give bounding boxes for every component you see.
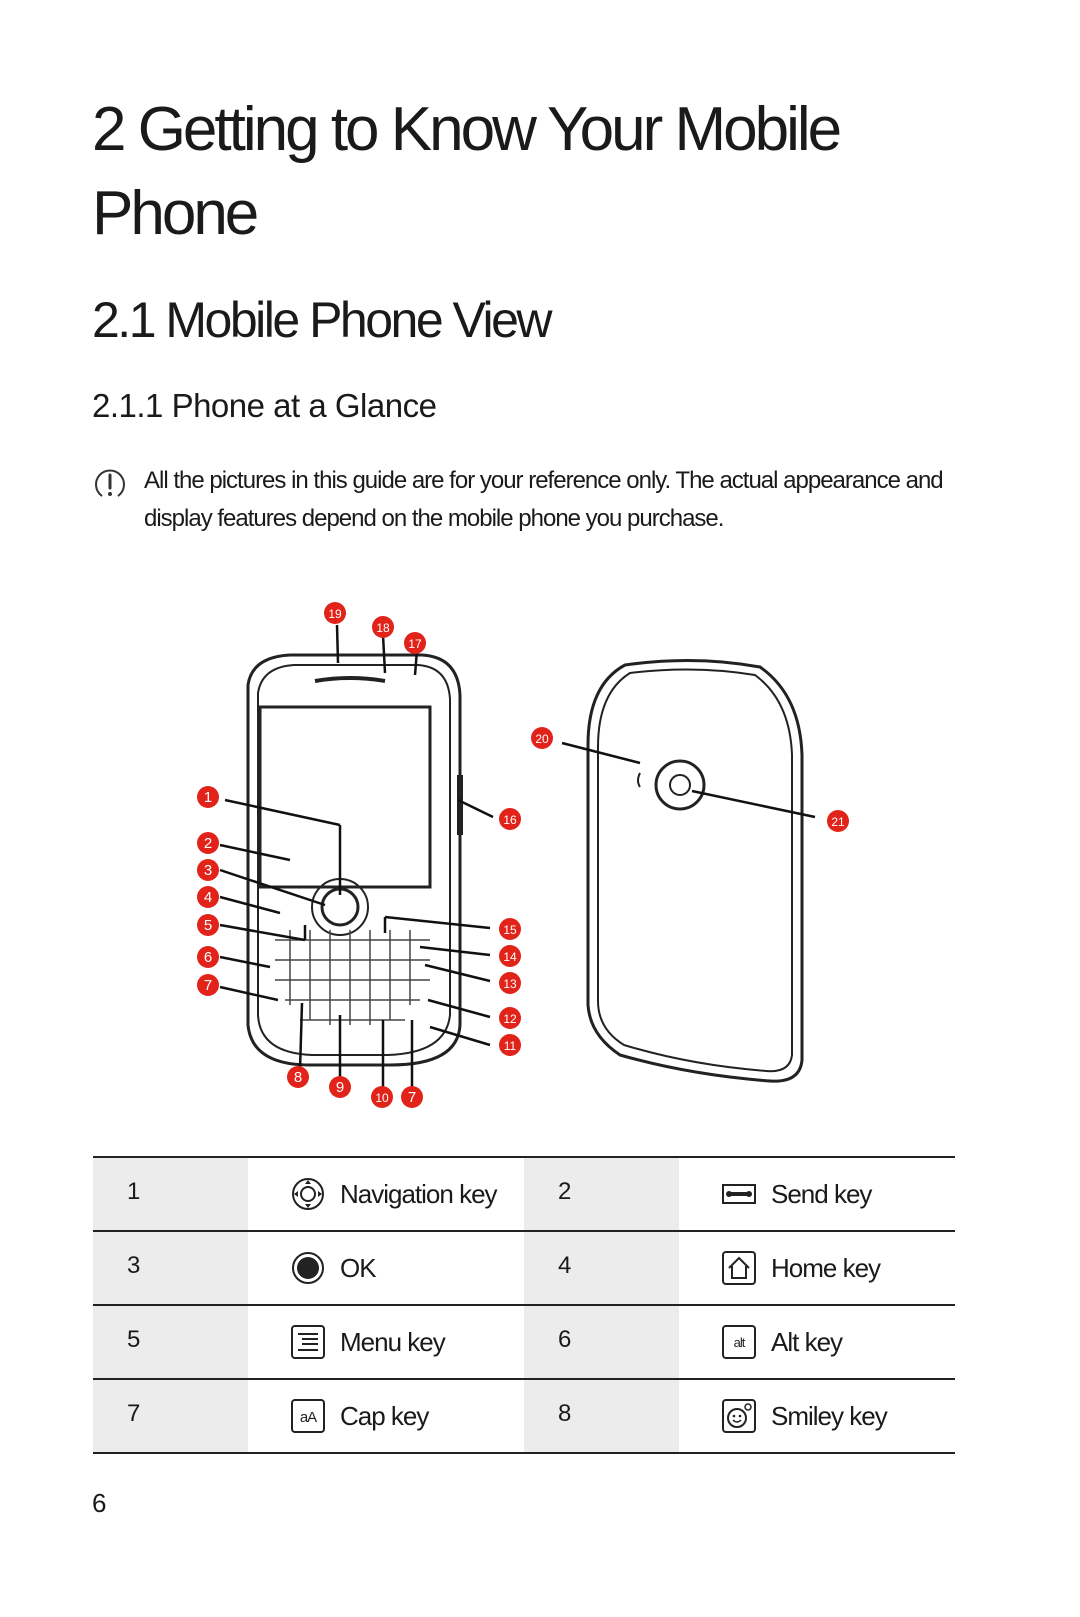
cap-key-icon: aA bbox=[290, 1398, 326, 1434]
callout-5: 5 bbox=[197, 914, 219, 936]
phone-illustration: 1 2 3 4 5 6 7 8 9 10 7 11 12 13 14 15 16… bbox=[197, 602, 849, 1108]
callout-21: 21 bbox=[827, 810, 849, 832]
key-cell: alt Alt key bbox=[679, 1304, 955, 1380]
key-cell: Navigation key bbox=[248, 1156, 524, 1232]
callout-15: 15 bbox=[499, 918, 521, 940]
svg-text:12: 12 bbox=[503, 1012, 517, 1026]
subsection-title: 2.1.1 Phone at a Glance bbox=[92, 387, 437, 424]
key-cell: Menu key bbox=[248, 1304, 524, 1380]
callout-17: 17 bbox=[404, 632, 426, 654]
svg-text:8: 8 bbox=[294, 1069, 302, 1086]
key-number: 2 bbox=[524, 1156, 679, 1232]
exclamation-circle-icon bbox=[92, 466, 128, 502]
key-cell: Home key bbox=[679, 1230, 955, 1306]
chapter-title: 2 Getting to Know Your Mobile Phone bbox=[92, 95, 842, 248]
key-label: Navigation key bbox=[340, 1178, 498, 1209]
navigation-key-icon bbox=[290, 1176, 326, 1212]
svg-text:17: 17 bbox=[408, 637, 422, 651]
svg-text:13: 13 bbox=[503, 977, 517, 991]
callout-9: 9 bbox=[329, 1076, 351, 1098]
svg-text:11: 11 bbox=[504, 1039, 517, 1053]
smiley-key-icon bbox=[721, 1398, 757, 1434]
note-text: All the pictures in this guide are for y… bbox=[144, 467, 944, 532]
key-number: 5 bbox=[93, 1304, 248, 1380]
svg-text:6: 6 bbox=[204, 949, 212, 966]
svg-text:15: 15 bbox=[503, 923, 517, 937]
alt-key-icon: alt bbox=[721, 1324, 757, 1360]
svg-text:1: 1 bbox=[204, 789, 212, 806]
ok-key-icon bbox=[290, 1250, 326, 1286]
key-label: Smiley key bbox=[771, 1400, 888, 1431]
callout-10: 10 bbox=[371, 1086, 393, 1108]
key-number: 1 bbox=[93, 1156, 248, 1232]
svg-text:3: 3 bbox=[204, 862, 212, 879]
callout-7-bottom: 7 bbox=[401, 1086, 423, 1108]
svg-text:7: 7 bbox=[204, 977, 212, 994]
key-number: 7 bbox=[93, 1378, 248, 1454]
callout-12: 12 bbox=[499, 1007, 521, 1029]
callout-6: 6 bbox=[197, 946, 219, 968]
callout-16: 16 bbox=[499, 808, 521, 830]
svg-text:aA: aA bbox=[300, 1409, 317, 1426]
front-phone bbox=[246, 653, 463, 1067]
callout-1: 1 bbox=[197, 786, 219, 808]
table-row: 3 OK 4 Home key bbox=[93, 1230, 955, 1306]
leader-lines bbox=[219, 624, 816, 1090]
key-cell: aA Cap key bbox=[248, 1378, 524, 1454]
svg-text:21: 21 bbox=[831, 815, 845, 829]
key-table: 1 Navigation key 2 Send key 3 OK 4 bbox=[93, 1156, 955, 1454]
svg-text:14: 14 bbox=[503, 950, 517, 964]
svg-text:18: 18 bbox=[376, 621, 390, 635]
svg-text:10: 10 bbox=[375, 1091, 389, 1105]
callout-7: 7 bbox=[197, 974, 219, 996]
key-label: Home key bbox=[771, 1252, 881, 1283]
callout-8: 8 bbox=[287, 1066, 309, 1088]
phone-diagram: 1 2 3 4 5 6 7 8 9 10 7 11 12 13 14 15 16… bbox=[190, 595, 890, 1135]
page-number: 6 bbox=[92, 1488, 107, 1518]
menu-key-icon bbox=[290, 1324, 326, 1360]
key-number: 8 bbox=[524, 1378, 679, 1454]
callout-18: 18 bbox=[372, 616, 394, 638]
svg-text:9: 9 bbox=[336, 1079, 344, 1096]
table-row: 5 Menu key 6 alt Alt key bbox=[93, 1304, 955, 1380]
key-number: 4 bbox=[524, 1230, 679, 1306]
key-cell: OK bbox=[248, 1230, 524, 1306]
table-row: 1 Navigation key 2 Send key bbox=[93, 1156, 955, 1232]
callout-4: 4 bbox=[197, 886, 219, 908]
callout-3: 3 bbox=[197, 859, 219, 881]
key-label: Menu key bbox=[340, 1326, 446, 1357]
key-cell: Smiley key bbox=[679, 1378, 955, 1454]
svg-text:7: 7 bbox=[408, 1089, 416, 1106]
key-number: 3 bbox=[93, 1230, 248, 1306]
svg-text:4: 4 bbox=[204, 889, 212, 906]
table-row: 7 aA Cap key 8 Smiley key bbox=[93, 1378, 955, 1454]
send-key-icon bbox=[721, 1176, 757, 1212]
key-label: Alt key bbox=[771, 1326, 843, 1357]
home-key-icon bbox=[721, 1250, 757, 1286]
svg-text:2: 2 bbox=[204, 835, 212, 852]
callout-11: 11 bbox=[499, 1034, 521, 1056]
key-label: OK bbox=[340, 1252, 377, 1283]
keyboard bbox=[275, 930, 430, 1025]
callout-14: 14 bbox=[499, 945, 521, 967]
svg-text:20: 20 bbox=[535, 732, 549, 746]
key-cell: Send key bbox=[679, 1156, 955, 1232]
key-label: Cap key bbox=[340, 1400, 429, 1431]
callout-19: 19 bbox=[324, 602, 346, 624]
callout-2: 2 bbox=[197, 832, 219, 854]
svg-text:5: 5 bbox=[204, 917, 212, 934]
section-title: 2.1 Mobile Phone View bbox=[92, 292, 553, 348]
callout-13: 13 bbox=[499, 972, 521, 994]
key-label: Send key bbox=[771, 1178, 872, 1209]
svg-text:16: 16 bbox=[503, 813, 517, 827]
back-phone bbox=[586, 658, 804, 1083]
callout-20: 20 bbox=[531, 727, 553, 749]
svg-text:alt: alt bbox=[734, 1335, 746, 1350]
svg-text:19: 19 bbox=[328, 607, 342, 621]
key-number: 6 bbox=[524, 1304, 679, 1380]
callouts: 1 2 3 4 5 6 7 8 9 10 7 11 12 13 14 15 16… bbox=[197, 602, 849, 1108]
